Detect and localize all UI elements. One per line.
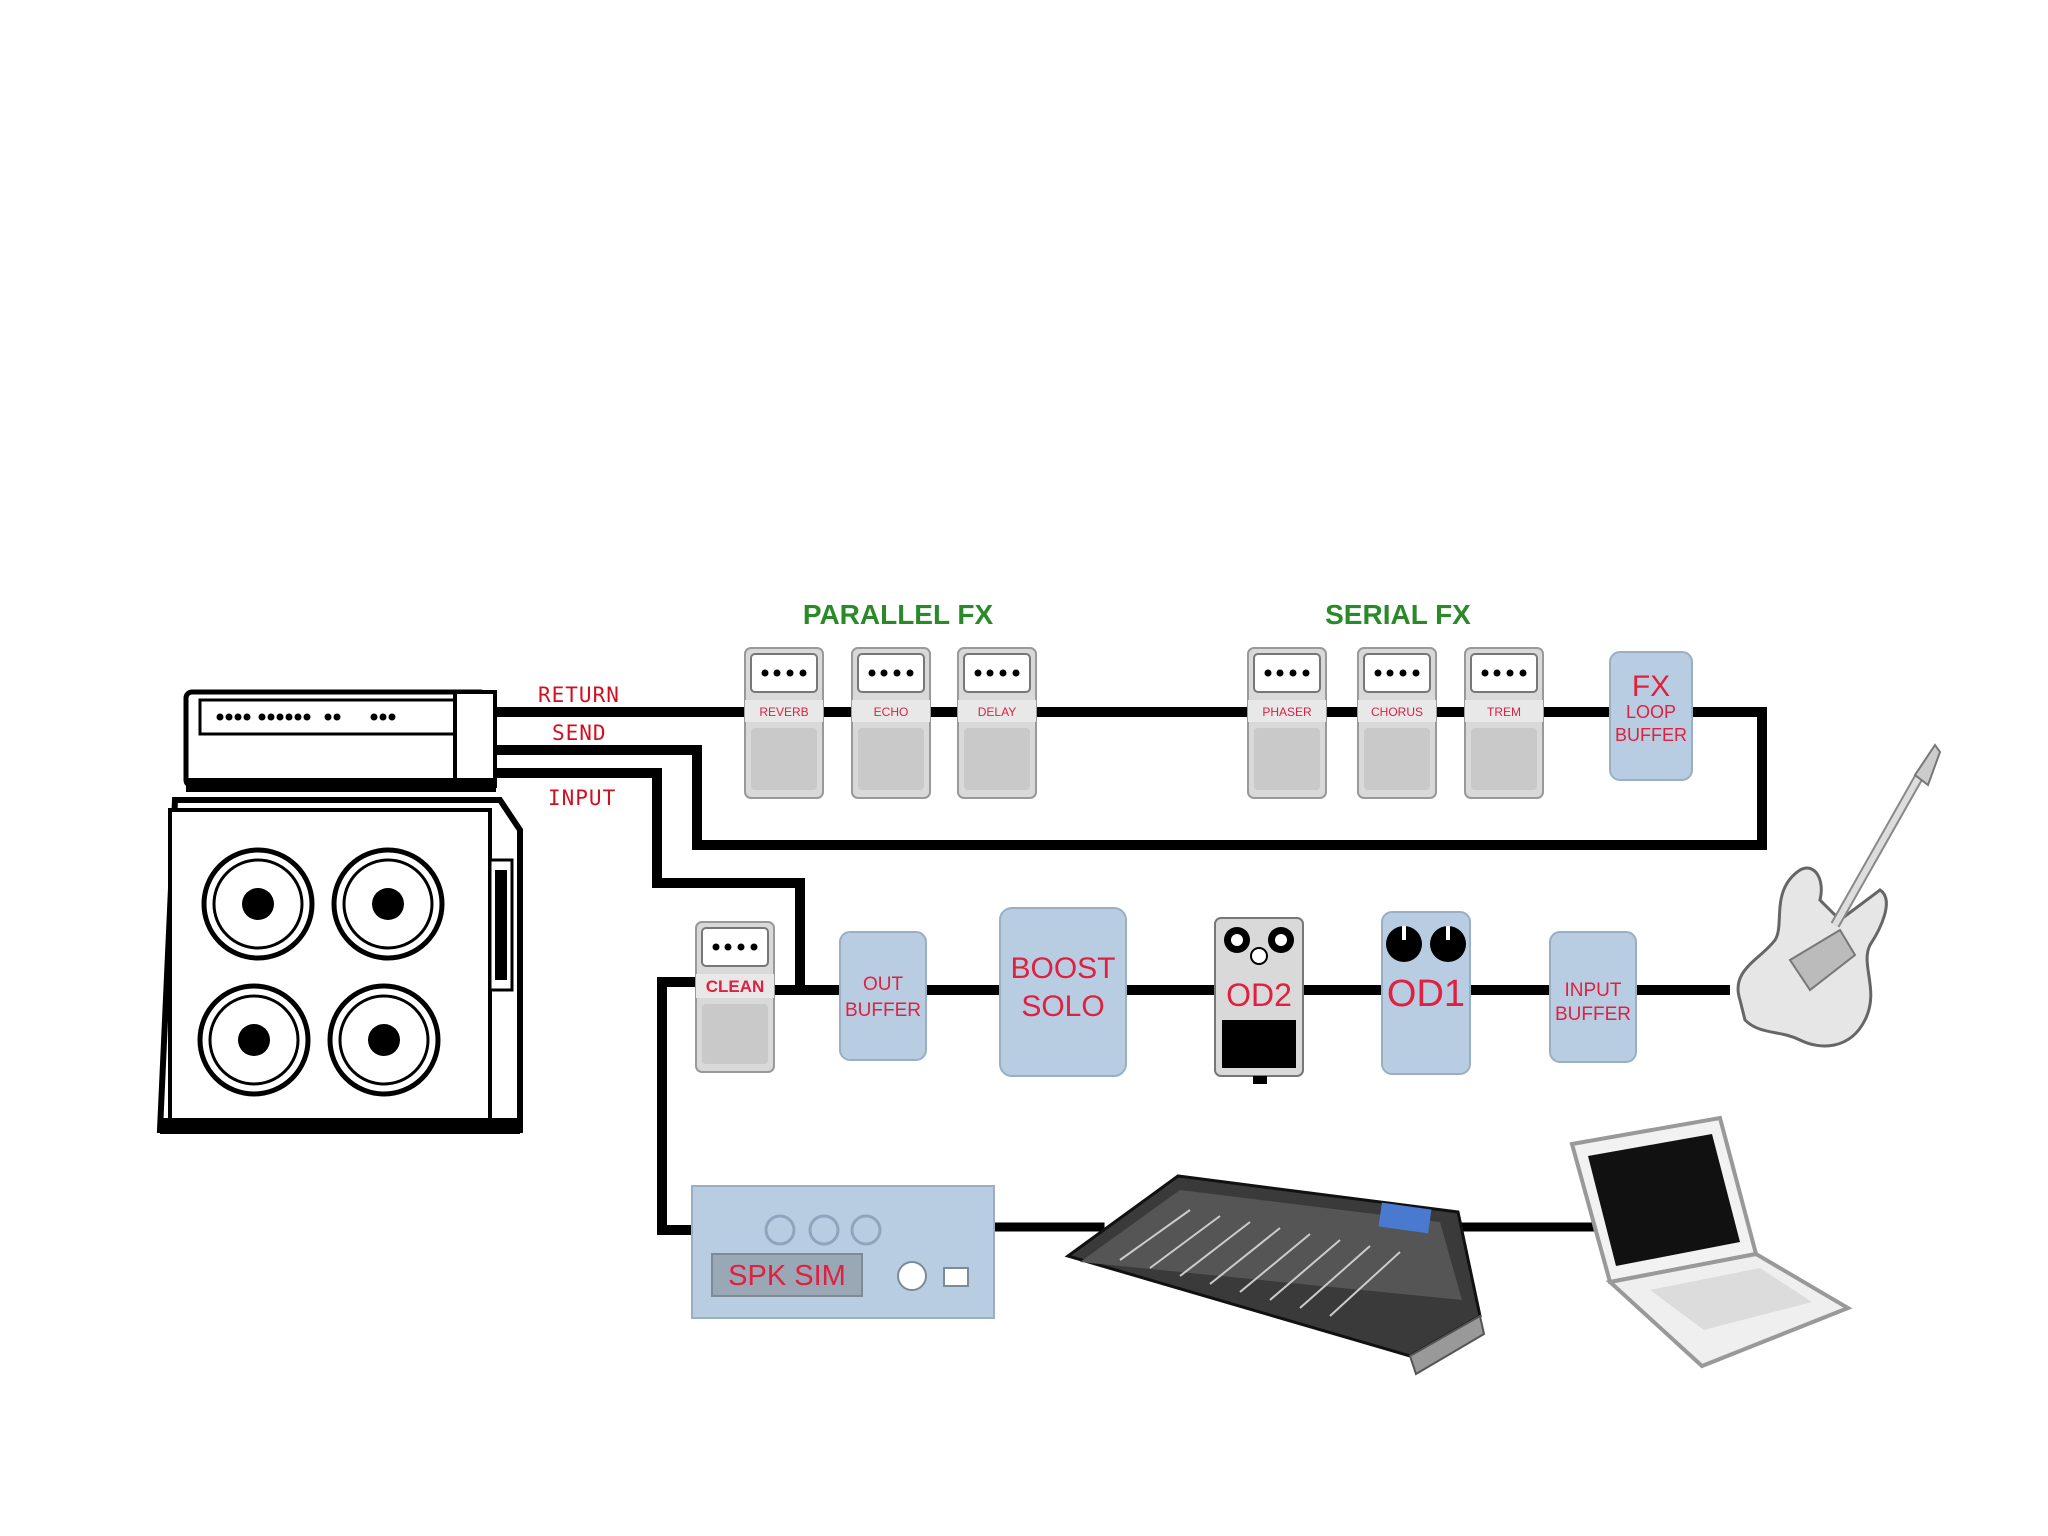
input-buffer-line2: BUFFER <box>1555 1004 1631 1025</box>
parallel-pedals: REVERB ECHO DELAY <box>745 648 1036 798</box>
fx-loop-buffer[interactable]: FX LOOP BUFFER <box>1610 652 1692 780</box>
serial-pedals: PHASER CHORUS TREM <box>1248 648 1543 798</box>
spk-sim-label: SPK SIM <box>728 1260 846 1292</box>
speaker-cabinet-icon <box>160 800 520 1134</box>
spk-sim-output-jack <box>944 1268 968 1286</box>
pedal-reverb-label: REVERB <box>759 705 808 719</box>
pedal-phaser-label: PHASER <box>1262 705 1312 719</box>
od1-pedal[interactable]: OD1 <box>1382 912 1470 1074</box>
pedal-trem-label: TREM <box>1487 705 1521 719</box>
spk-sim-unit[interactable]: SPK SIM <box>692 1186 994 1318</box>
cable-return-loop <box>488 712 1762 845</box>
guitar-icon <box>1738 745 1940 1046</box>
od2-pedal[interactable]: OD2 <box>1215 918 1303 1084</box>
boost-solo-pedal[interactable]: BOOST SOLO <box>1000 908 1126 1076</box>
pedal-echo[interactable]: ECHO <box>852 648 930 798</box>
pedal-reverb[interactable]: REVERB <box>745 648 823 798</box>
od2-label: OD2 <box>1226 977 1292 1013</box>
boost-label-line2: SOLO <box>1021 990 1104 1023</box>
laptop-icon <box>1572 1118 1848 1366</box>
out-buffer-line1: OUT <box>863 974 904 995</box>
pedal-clean[interactable]: CLEAN <box>696 922 774 1072</box>
od1-label: OD1 <box>1387 973 1465 1015</box>
input-buffer-line1: INPUT <box>1565 980 1622 1001</box>
pedal-clean-label: CLEAN <box>706 977 765 996</box>
pedal-delay-label: DELAY <box>978 705 1016 719</box>
parallel-fx-title: PARALLEL FX <box>803 599 994 630</box>
pedal-trem[interactable]: TREM <box>1465 648 1543 798</box>
input-label: INPUT <box>548 786 616 810</box>
pedal-chorus[interactable]: CHORUS <box>1358 648 1436 798</box>
spk-sim-main-knob <box>898 1262 926 1290</box>
out-buffer[interactable]: OUT BUFFER <box>840 932 926 1060</box>
return-label: RETURN <box>538 683 620 707</box>
fx-loop-buffer-line1: FX <box>1632 670 1670 703</box>
boost-label-line1: BOOST <box>1010 952 1115 985</box>
fx-loop-buffer-line2: LOOP <box>1626 702 1676 722</box>
pedal-delay[interactable]: DELAY <box>958 648 1036 798</box>
pedal-echo-label: ECHO <box>874 705 909 719</box>
out-buffer-line2: BUFFER <box>845 1000 921 1021</box>
pedal-chorus-label: CHORUS <box>1371 705 1423 719</box>
send-label: SEND <box>552 721 607 745</box>
serial-fx-title: SERIAL FX <box>1325 599 1471 630</box>
fx-loop-buffer-line3: BUFFER <box>1615 725 1687 745</box>
mixing-console-icon <box>1068 1176 1484 1374</box>
input-buffer[interactable]: INPUT BUFFER <box>1550 932 1636 1062</box>
pedal-phaser[interactable]: PHASER <box>1248 648 1326 798</box>
amp-head-icon <box>186 692 496 792</box>
